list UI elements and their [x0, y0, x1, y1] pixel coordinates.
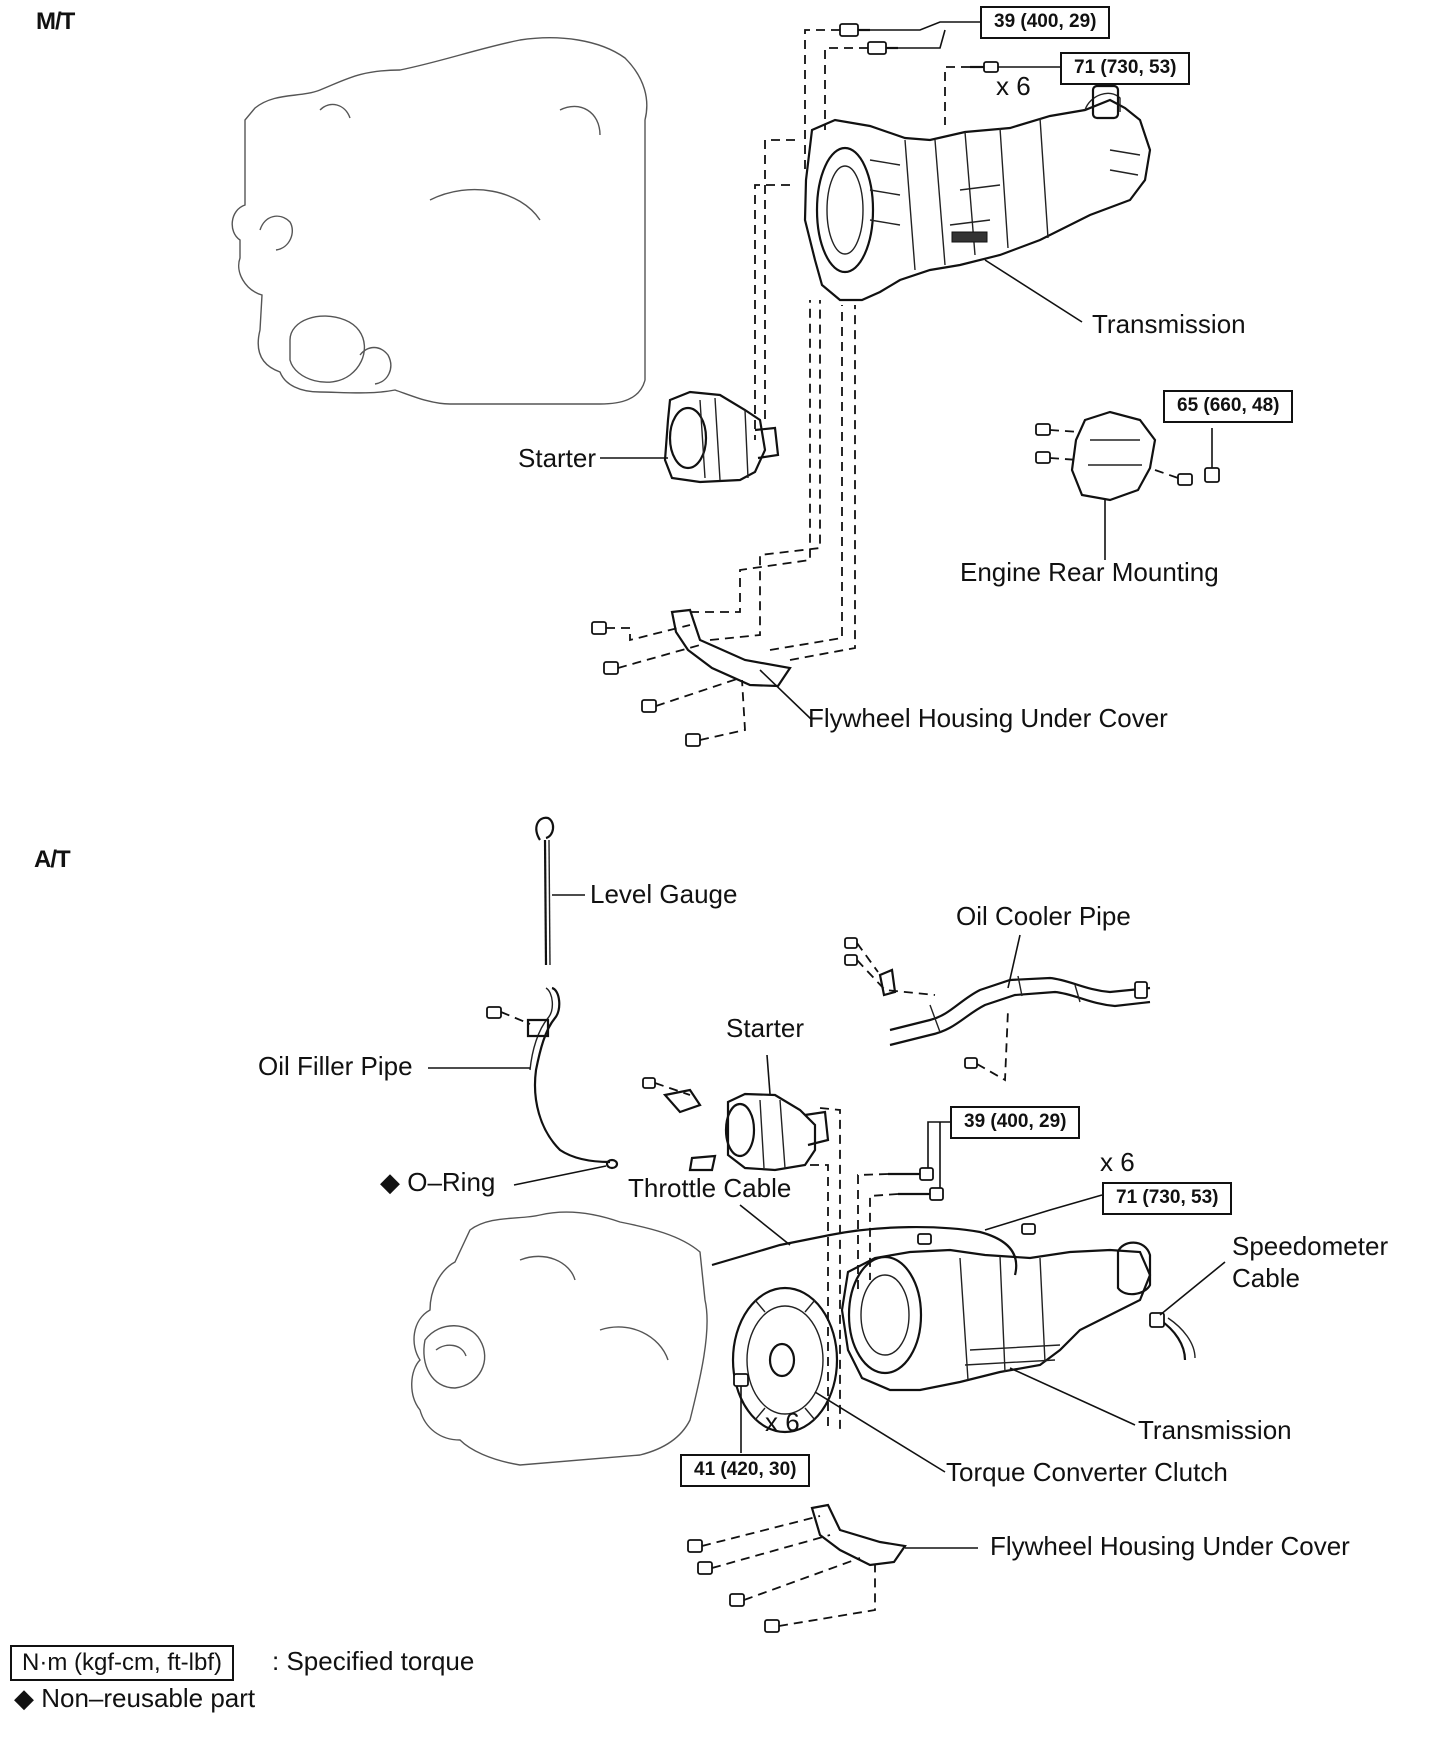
mt-count-x6: x 6 [996, 71, 1031, 101]
at-oil-filler-pipe-label: Oil Filler Pipe [258, 1051, 413, 1081]
at-t71-leader [984, 1194, 1103, 1231]
mt-engine-rear-mounting-drawing [1035, 410, 1220, 502]
at-level-gauge-label: Level Gauge [590, 879, 738, 909]
mt-transmission-drawing [803, 84, 1152, 302]
at-transmission-drawing [840, 1223, 1152, 1392]
at-o-ring-leader [513, 1165, 607, 1186]
mt-transmission-label: Transmission [1092, 309, 1246, 339]
at-oil-cooler-leader [1007, 934, 1021, 989]
at-torque-converter-leader [814, 1391, 946, 1473]
at-o-ring-label: ◆ O–Ring [380, 1167, 496, 1197]
at-speedometer-leader [1159, 1261, 1226, 1316]
at-torque-41: 41 (420, 30) [680, 1454, 811, 1487]
mt-engine-rear-mounting-label: Engine Rear Mounting [960, 557, 1219, 587]
mt-torque-39: 39 (400, 29) [980, 6, 1111, 39]
at-oil-filler-pipe-drawing [486, 986, 619, 1170]
at-bolts-top [888, 1167, 944, 1201]
at-level-gauge-drawing [535, 816, 555, 966]
legend-torque-text: : Specified torque [272, 1646, 475, 1676]
at-torque-converter-clutch-label: Torque Converter Clutch [946, 1457, 1228, 1487]
mt-section-title: M/T [36, 8, 75, 35]
mt-transmission-leader [984, 259, 1083, 323]
at-speedometer-cable-label-1: Speedometer [1232, 1231, 1389, 1261]
legend-torque-box: N·m (kgf-cm, ft-lbf) [10, 1645, 234, 1681]
at-t39-leader [927, 1121, 950, 1168]
at-engine-outline [411, 1211, 708, 1466]
at-starter-leader [766, 1054, 771, 1095]
at-throttle-cable-label: Throttle Cable [628, 1173, 792, 1203]
at-speedometer-cable-label-2: Cable [1232, 1263, 1300, 1293]
at-speedometer-cable-drawing [1149, 1312, 1196, 1361]
mt-starter-drawing [663, 390, 780, 484]
at-oil-cooler-pipe-drawing [844, 937, 1151, 1069]
at-oil-cooler-pipe-label: Oil Cooler Pipe [956, 901, 1131, 931]
at-torque-71: 71 (730, 53) [1102, 1182, 1233, 1215]
mt-flywheel-leader [759, 669, 813, 721]
at-torque-39: 39 (400, 29) [950, 1106, 1081, 1139]
at-throttle-cable-leader [739, 1204, 791, 1246]
at-section-title: A/T [34, 846, 71, 873]
at-starter-label: Starter [726, 1013, 805, 1043]
at-transmission-leader [1009, 1367, 1136, 1426]
at-transmission-label: Transmission [1138, 1415, 1292, 1445]
mt-engine-outline [231, 37, 648, 405]
mt-t39-leader [870, 21, 980, 31]
at-flywheel-cover-label: Flywheel Housing Under Cover [990, 1531, 1350, 1561]
at-torque-converter-drawing [731, 1286, 839, 1434]
at-count-x6-bottom: x 6 [765, 1407, 800, 1437]
mt-flywheel-cover-label: Flywheel Housing Under Cover [808, 703, 1168, 733]
mt-starter-label: Starter [518, 443, 597, 473]
at-count-x6-top: x 6 [1100, 1147, 1135, 1177]
at-flywheel-cover-drawing [687, 1503, 907, 1633]
legend-nonreusable: ◆ Non–reusable part [14, 1683, 256, 1713]
at-starter-drawing [642, 1077, 830, 1172]
mt-torque-65: 65 (660, 48) [1163, 390, 1294, 423]
mt-torque-71: 71 (730, 53) [1060, 52, 1191, 85]
at-throttle-cable-drawing [711, 1225, 1018, 1276]
mt-flywheel-cover-drawing [591, 608, 792, 747]
